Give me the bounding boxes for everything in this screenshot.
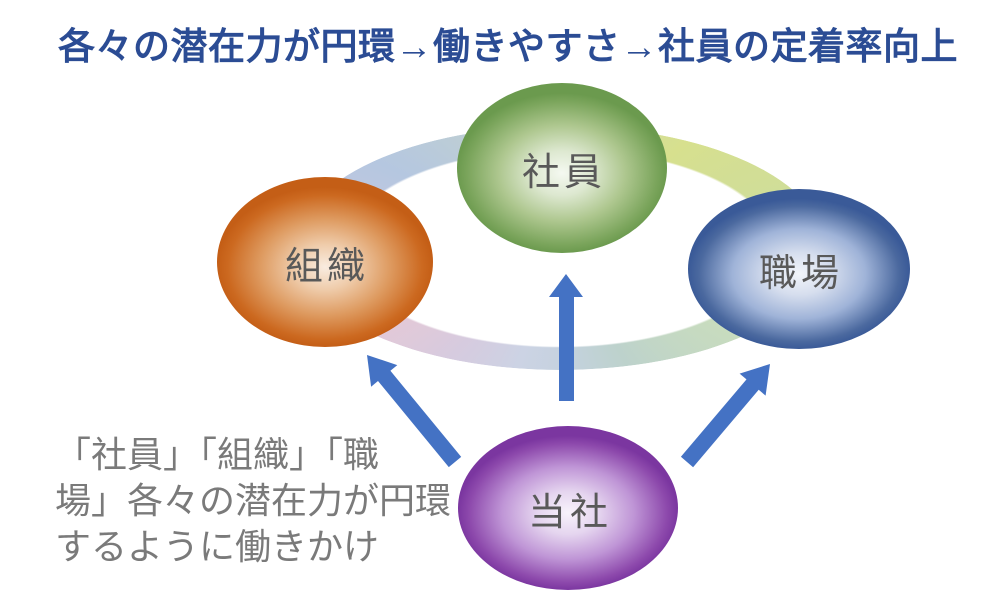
caption-text: 「社員」「組織」「職 場」各々の潜在力が円環 するように働きかけ <box>55 432 465 570</box>
node-organization-label: 組織 <box>284 245 369 288</box>
node-workplace: 職場 <box>688 189 910 349</box>
caption-line-2: 場」各々の潜在力が円環 <box>55 480 452 521</box>
slide-title: 各々の潜在力が円環→働きやすさ→社員の定着率向上 <box>58 26 958 67</box>
node-employee: 社員 <box>457 83 667 253</box>
node-company-label: 当社 <box>527 491 612 534</box>
caption-line-3: するように働きかけ <box>55 526 380 567</box>
arrow-company-to-employee <box>549 274 583 401</box>
arrow-company-to-organization <box>367 355 462 468</box>
node-employee-label: 社員 <box>521 151 606 194</box>
caption-line-1: 「社員」「組織」「職 <box>55 434 380 475</box>
node-organization: 組織 <box>217 177 433 347</box>
arrow-company-to-workplace <box>680 364 770 468</box>
node-company: 当社 <box>458 426 678 590</box>
node-workplace-label: 職場 <box>758 252 843 295</box>
